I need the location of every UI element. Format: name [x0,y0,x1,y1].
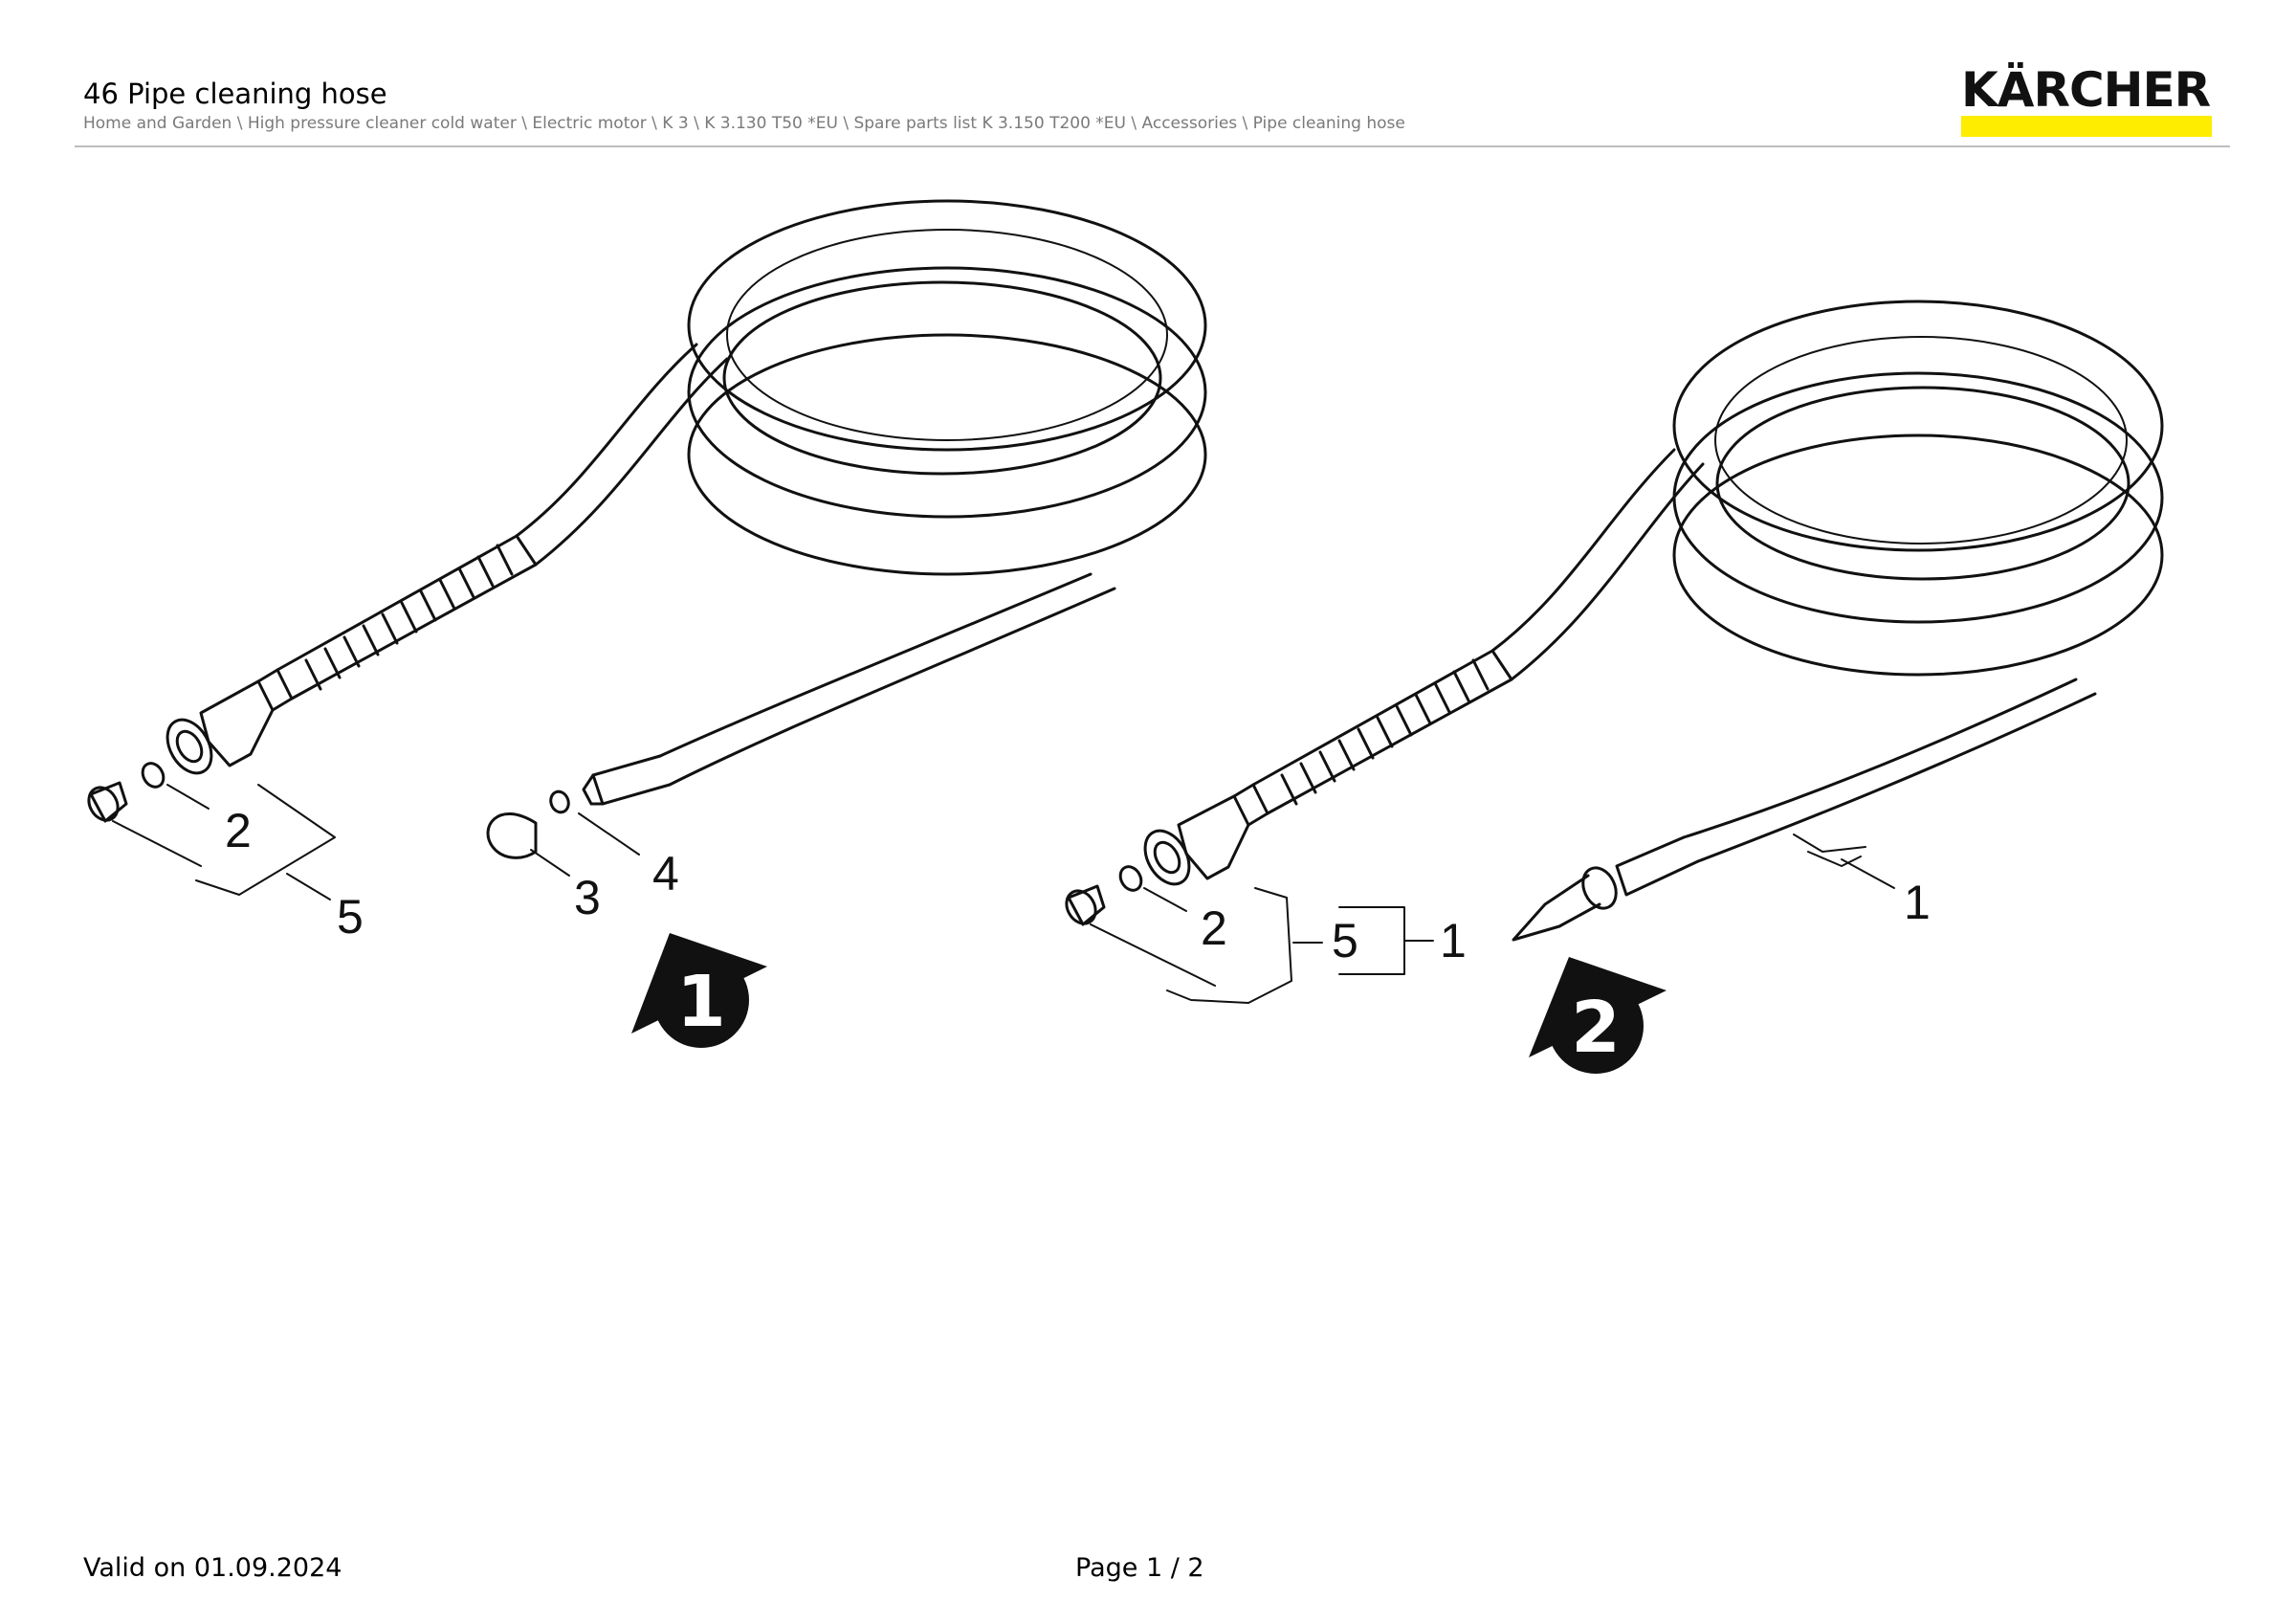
hose-coil-2 [1672,300,2164,677]
callout-right-5: 5 [1332,914,1358,967]
hose-lead-1 [515,343,698,538]
variant-badge-2-number: 2 [1571,987,1621,1069]
hose-coil-1 [687,199,1207,576]
variant-badge-1-number: 1 [676,961,726,1043]
hose-end-1 [582,754,672,806]
page-title: 46 Pipe cleaning hose [83,78,387,110]
nozzle-insert-1 [87,781,128,823]
hose-assembly-2 [1065,300,2164,1004]
callout-right-1a: 1 [1440,914,1467,967]
variant-badge-2: 2 [1529,957,1667,1074]
nozzle-insert-2 [1065,884,1106,926]
callout-left-2: 2 [225,804,252,857]
variant-badge-1: 1 [631,933,767,1048]
callout-left-5: 5 [337,890,364,944]
o-ring-2 [1118,865,1143,892]
hose-sleeve-2 [1251,649,1513,815]
callout-left-4: 4 [652,847,679,900]
hose-fitting-2 [1143,783,1269,886]
protective-cap-1 [486,812,538,859]
validity-date: Valid on 01.09.2024 [83,1553,342,1583]
hose-fitting-1 [166,668,294,775]
karcher-logo: KÄRCHER [1961,63,2212,140]
rotating-nozzle-2 [1512,835,1700,942]
logo-wordmark: KÄRCHER [1961,62,2211,118]
breadcrumb: Home and Garden \ High pressure cleaner … [83,114,1405,133]
callout-left-3: 3 [574,871,601,924]
hose-sleeve-1 [276,534,538,700]
logo-accent-bar [1961,116,2212,137]
o-ring-1b [549,789,570,814]
hose-assembly-1 [87,199,1207,900]
callout-right-1b: 1 [1904,876,1931,929]
callout-right-2: 2 [1201,901,1227,955]
page-number: Page 1 / 2 [1075,1553,1204,1583]
o-ring-1a [141,762,166,789]
header-divider [75,145,2230,147]
